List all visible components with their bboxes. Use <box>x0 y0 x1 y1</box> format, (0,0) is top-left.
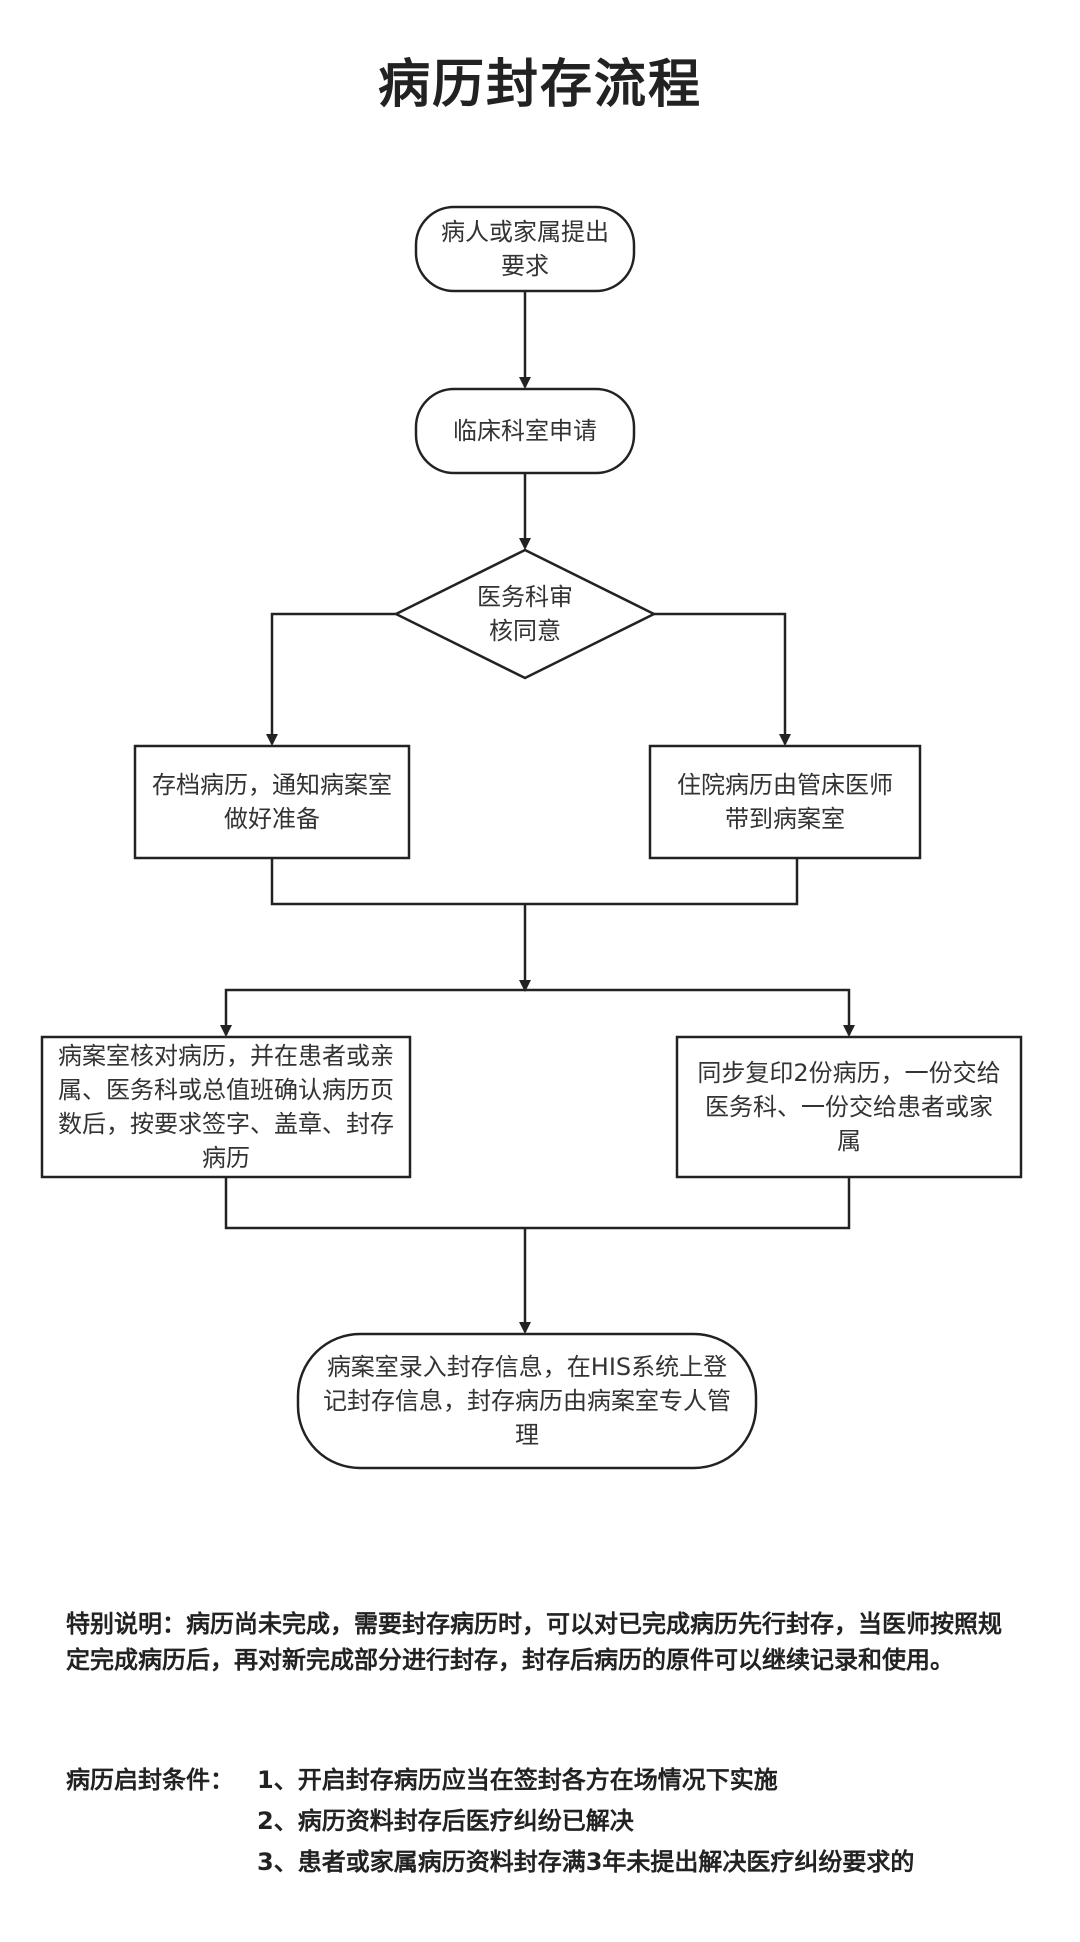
split-arrow-right <box>525 988 855 1037</box>
condition-item-1: 1、开启封存病历应当在签封各方在场情况下实施 <box>257 1766 778 1794</box>
copy-node-label: 同步复印2份病历，一份交给医务科、一份交给患者或家属 <box>697 1059 1001 1155</box>
merge-line-1 <box>270 858 799 906</box>
merge-line-2 <box>224 1177 851 1230</box>
right-branch-label: 住院病历由管床医师带到病案室 <box>677 771 893 833</box>
apply-node: 临床科室申请 <box>426 394 624 468</box>
right-branch-shape <box>648 744 922 860</box>
copy-node: 同步复印2份病历，一份交给医务科、一份交给患者或家属 <box>694 1042 1004 1172</box>
start-node: 病人或家属提出要求 <box>436 212 614 286</box>
end-node: 病案室录入封存信息，在HIS系统上登记封存信息，封存病历由病案室专人管理 <box>316 1340 738 1462</box>
decision-node-shape <box>393 548 657 680</box>
special-note: 特别说明：病历尚未完成，需要封存病历时，可以对已完成病历先行封存，当医师按照规定… <box>66 1610 1002 1674</box>
verify-node: 病案室核对病历，并在患者或亲属、医务科或总值班确认病历页数后，按要求签字、盖章、… <box>54 1042 398 1172</box>
condition-item-3: 3、患者或家属病历资料封存满3年未提出解决医疗纠纷要求的 <box>257 1848 915 1876</box>
left-branch-node: 存档病历，通知病案室做好准备 <box>150 752 394 852</box>
right-branch-node: 住院病历由管床医师带到病案室 <box>668 752 902 852</box>
condition-item-2: 2、病历资料封存后医疗纠纷已解决 <box>257 1807 634 1835</box>
arrow-decision-right <box>654 612 791 746</box>
end-node-shape <box>296 1332 758 1470</box>
verify-node-label: 病案室核对病历，并在患者或亲属、医务科或总值班确认病历页数后，按要求签字、盖章、… <box>58 1042 394 1172</box>
start-node-label: 病人或家属提出要求 <box>441 218 609 280</box>
left-branch-shape <box>133 744 411 860</box>
apply-node-label: 临床科室申请 <box>453 417 597 445</box>
arrow-decision-left <box>266 612 396 746</box>
page-title: 病历封存流程 <box>377 55 702 115</box>
decision-node: 医务科审核同意 <box>466 580 584 648</box>
end-node-label: 病案室录入封存信息，在HIS系统上登记封存信息，封存病历由病案室专人管理 <box>323 1353 731 1449</box>
decision-node-label: 医务科审核同意 <box>477 583 573 645</box>
conditions-label: 病历启封条件： <box>66 1766 234 1794</box>
left-branch-label: 存档病历，通知病案室做好准备 <box>152 771 392 833</box>
split-arrow-left <box>220 988 525 1037</box>
